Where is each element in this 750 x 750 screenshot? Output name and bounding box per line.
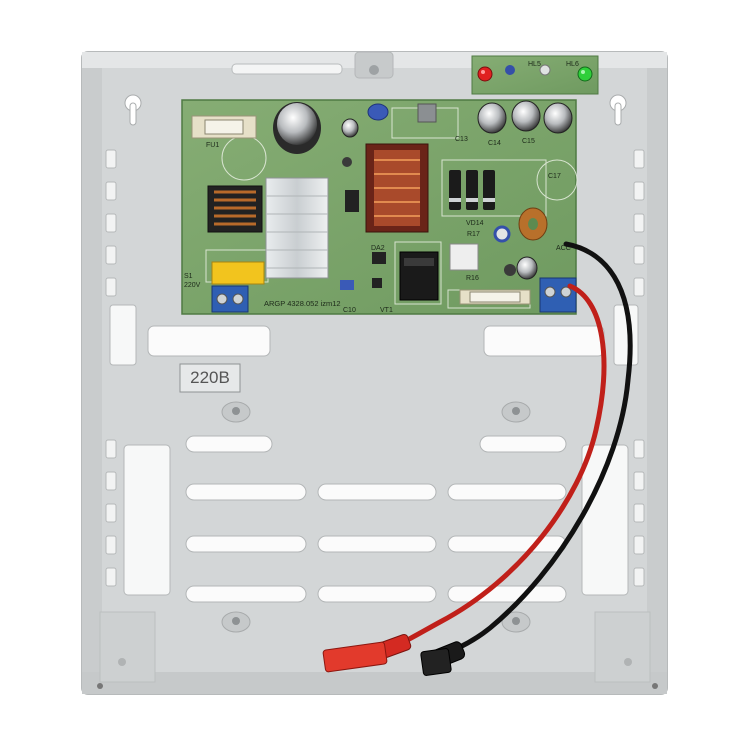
led-green <box>577 66 593 82</box>
spade-black <box>420 641 466 676</box>
label-c13: C13 <box>455 136 468 143</box>
label-c15: C15 <box>522 138 535 145</box>
capacitor-large <box>273 102 321 154</box>
relay <box>399 251 439 301</box>
wire-black <box>435 241 633 659</box>
keyhole-left <box>124 94 142 126</box>
label-s1: S1 <box>184 273 193 280</box>
toroid-inductor <box>518 207 548 241</box>
small-components <box>340 103 516 290</box>
label-acc: ACC <box>556 245 571 252</box>
floor-slots <box>147 325 605 603</box>
heatsink <box>265 177 329 279</box>
input-choke <box>207 185 263 233</box>
label-c17: C17 <box>548 173 561 180</box>
capacitor-yellow <box>211 261 265 285</box>
bottom-corners <box>97 611 658 689</box>
keyhole-right <box>609 94 627 126</box>
pcb-labels: FU1 S1 220V C13 C14 C15 C17 VD14 R17 R16… <box>184 61 579 314</box>
label-fuse: FU1 <box>206 142 219 149</box>
diodes <box>449 170 495 210</box>
pcb-led-board <box>471 55 599 95</box>
label-da2: DA2 <box>371 245 385 252</box>
side-cutouts <box>109 304 639 596</box>
voltage-tag-plate <box>179 363 241 393</box>
small-capacitors <box>341 100 573 280</box>
voltage-tag-label: 220В <box>190 368 230 387</box>
right-vents <box>633 149 645 587</box>
terminal-output <box>539 277 577 313</box>
left-vents <box>105 149 117 587</box>
label-s1-volt: 220V <box>184 282 201 289</box>
label-r16: R16 <box>466 275 479 282</box>
output-fuse <box>459 289 531 305</box>
white-connector <box>449 243 479 271</box>
wire-red <box>392 283 607 649</box>
label-board-id: ARGP 4328.052 izm12 <box>264 299 341 308</box>
label-c10: C10 <box>343 307 356 314</box>
label-vd14: VD14 <box>466 220 484 227</box>
label-board-id-main: ARGP 4328.052 <box>264 299 321 308</box>
fuse-holder <box>191 115 257 139</box>
led-red <box>477 66 493 82</box>
terminal-input <box>211 285 249 313</box>
standoffs <box>221 401 531 633</box>
label-board-rev: izm12 <box>321 299 341 308</box>
label-r17: R17 <box>467 231 480 238</box>
capacitor-blue <box>367 103 389 121</box>
label-c14: C14 <box>488 140 501 147</box>
label-hl5: HL5 <box>528 61 541 68</box>
label-vt1: VT1 <box>380 307 393 314</box>
spade-red <box>322 633 412 673</box>
label-hl6: HL6 <box>566 61 579 68</box>
transformer <box>365 143 429 233</box>
trimmer-pot <box>493 225 511 243</box>
